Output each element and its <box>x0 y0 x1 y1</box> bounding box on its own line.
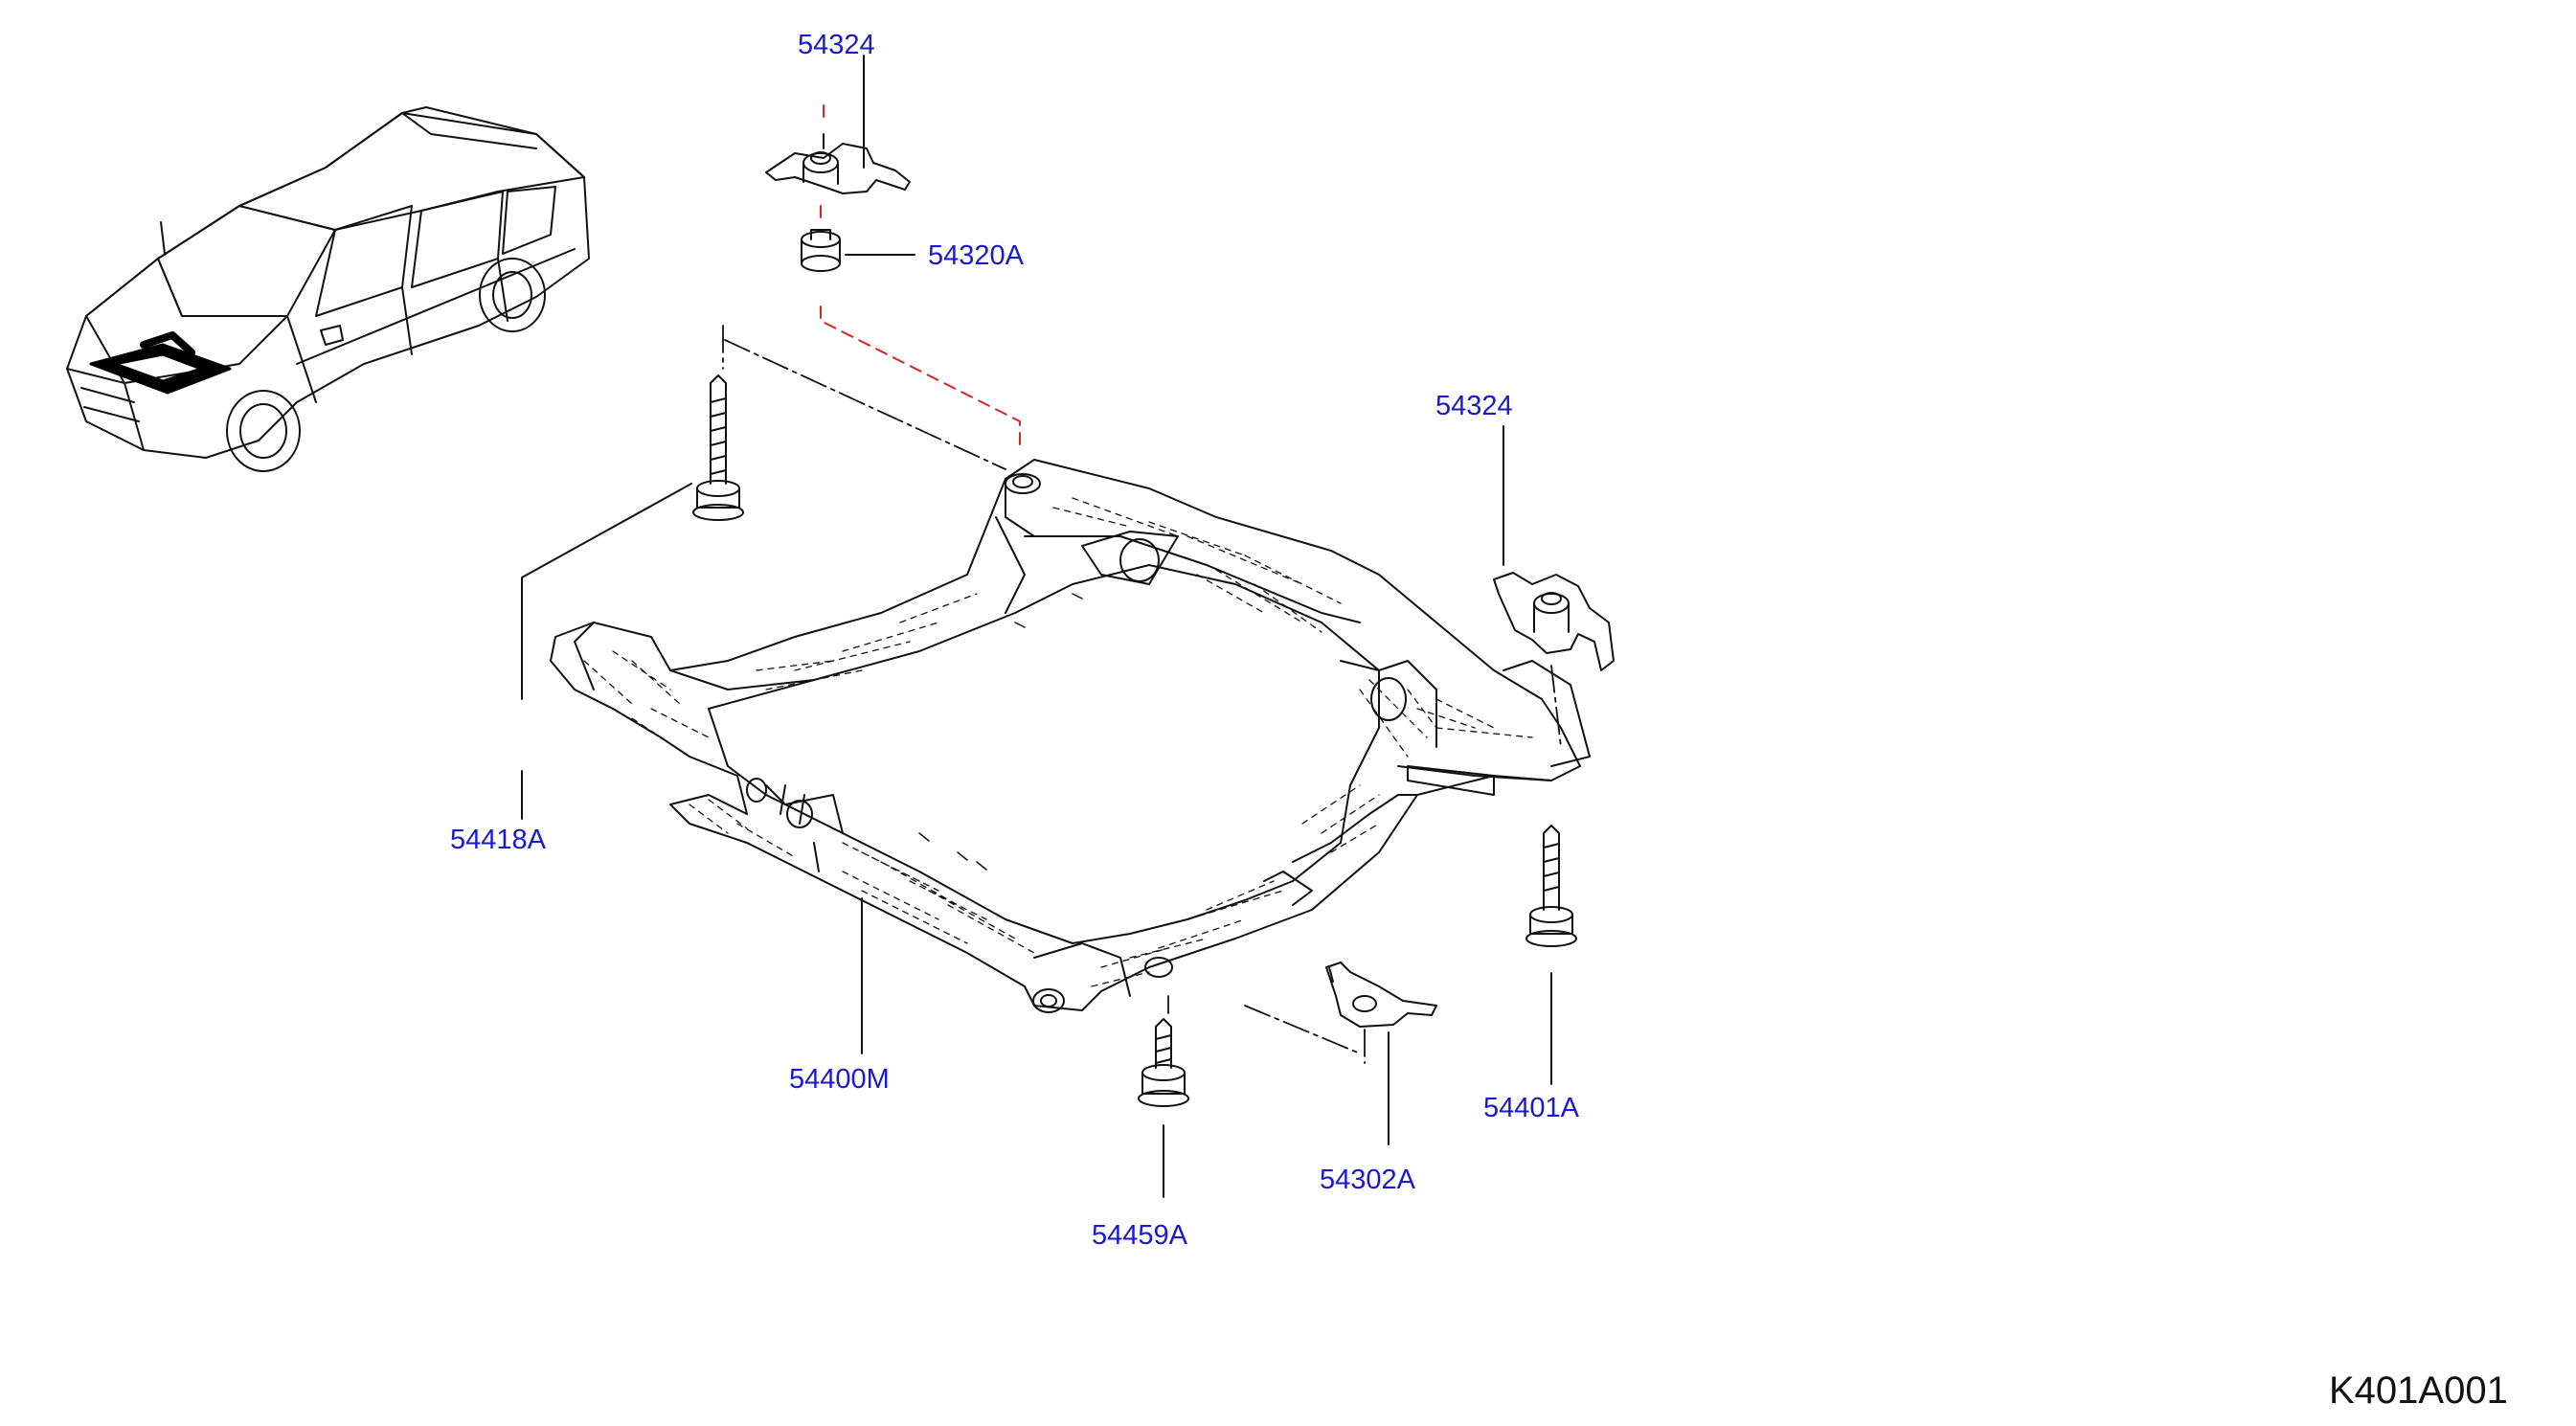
part-label-54302A[interactable]: 54302A <box>1320 1165 1415 1195</box>
insulator-54324-top[interactable] <box>765 133 911 194</box>
bolt-54459A[interactable] <box>1138 1018 1189 1107</box>
bushing-54320A[interactable] <box>801 229 841 272</box>
diagram-code: K401A001 <box>2329 1369 2508 1412</box>
leader-lines <box>521 55 1552 1198</box>
part-label-54401A[interactable]: 54401A <box>1483 1093 1579 1123</box>
part-label-54324-top[interactable]: 54324 <box>798 30 875 60</box>
assembly-center-lines <box>722 325 1562 1064</box>
part-label-54320A[interactable]: 54320A <box>928 240 1024 271</box>
part-label-54400M[interactable]: 54400M <box>789 1064 890 1095</box>
bracket-54302A[interactable] <box>1325 962 1437 1028</box>
bolt-54401A[interactable] <box>1525 825 1577 947</box>
bolt-54418A[interactable] <box>692 374 744 521</box>
front-subframe-54400M[interactable] <box>550 459 1591 1013</box>
part-label-54324-right[interactable]: 54324 <box>1435 391 1513 421</box>
car-locator-illustration <box>66 106 590 472</box>
insulator-54324-right[interactable] <box>1493 572 1615 671</box>
part-label-54459A[interactable]: 54459A <box>1092 1220 1187 1251</box>
part-label-54418A[interactable]: 54418A <box>450 825 546 855</box>
hidden-alignment-line <box>820 104 1021 451</box>
